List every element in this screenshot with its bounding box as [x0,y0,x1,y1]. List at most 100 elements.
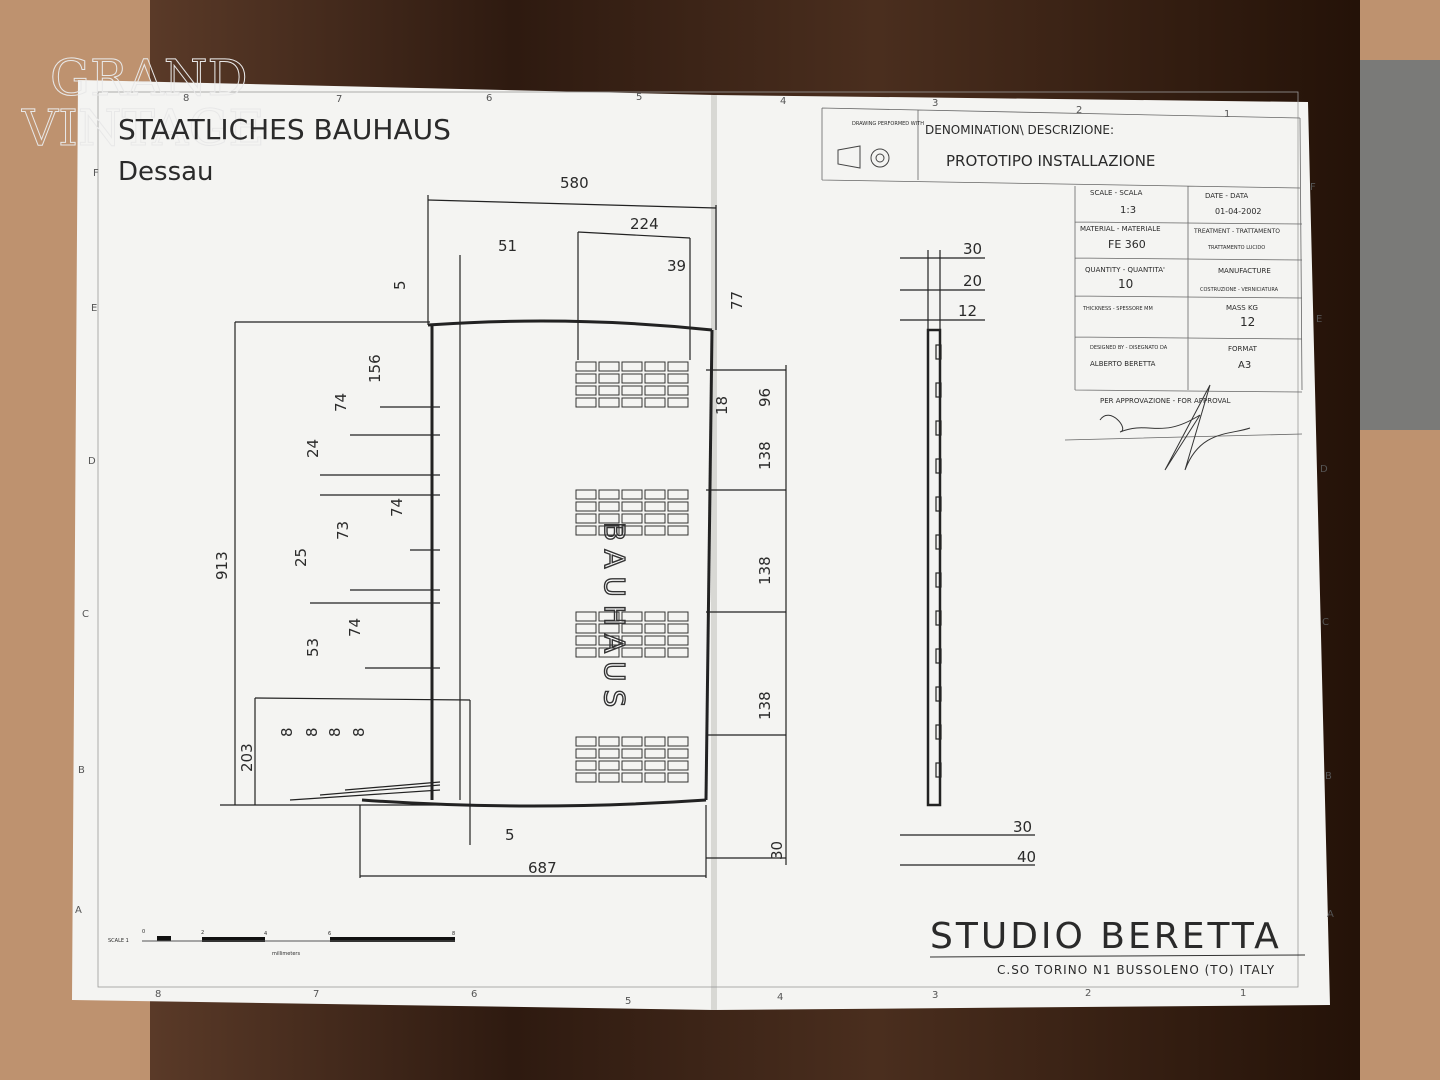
dimension-label: 12 [958,302,977,320]
window-pane [667,748,689,759]
grid-label: 5 [636,92,642,103]
dimension-label: 74 [346,618,364,637]
dimension-label: 25 [292,548,310,567]
window-pane [598,525,620,536]
window-pane [667,736,689,747]
window-pane [667,772,689,783]
grid-label: B [1325,771,1332,782]
side-tab [935,572,942,588]
field-value: TRATTAMENTO LUCIDO [1207,245,1265,251]
field-label: MASS KG [1226,304,1258,312]
grid-label: C [82,609,89,620]
window-pane [667,760,689,771]
scale-unit: millimeters [272,951,300,957]
sign-letters: BAUHAUS [597,521,631,716]
drawing-title: STAATLICHES BAUHAUS [118,113,451,146]
grid-label: 4 [780,96,786,107]
grid-label: F [93,168,99,179]
window-pane [644,635,666,646]
grid-label: 2 [1076,105,1082,116]
side-tab [935,534,942,550]
field-label: MANUFACTURE [1218,267,1271,275]
field-label: FORMAT [1228,345,1258,353]
grey-box [1360,60,1440,430]
window-pane [598,760,620,771]
dimension-label: 40 [1017,848,1036,866]
grid-bottom: 8 7 6 5 4 3 2 1 [155,988,1246,1007]
dimension-label: 580 [560,174,589,192]
window-pane [644,611,666,622]
window-pane [644,525,666,536]
window-pane [644,748,666,759]
window-pane [575,611,597,622]
dimension-label: 203 [238,743,256,772]
window-pane [667,647,689,658]
window-pane [575,501,597,512]
dimension-label: 39 [667,257,686,275]
window-grids [575,361,689,783]
denomination-value: PROTOTIPO INSTALLAZIONE [946,152,1155,170]
window-pane [621,635,643,646]
studio-underline [929,954,1306,958]
grid-label: A [75,905,82,916]
window-pane [621,736,643,747]
window-pane [644,513,666,524]
dimension-label: 74 [388,498,406,517]
window-pane [667,525,689,536]
window-pane [575,635,597,646]
grid-label: E [1316,314,1322,325]
dimension-label: 24 [304,439,322,458]
dimension-label: 51 [498,237,517,255]
window-pane [598,361,620,372]
grid-label: 6 [486,93,492,104]
window-pane [644,623,666,634]
side-tab [935,344,942,360]
studio-name: STUDIO BERETTA [930,916,1282,957]
grid-label: C [1322,617,1329,628]
side-dimensions: 30 20 12 30 40 [958,240,1036,866]
window-pane [667,623,689,634]
dimension-label: 8 [278,727,296,737]
window-pane [667,635,689,646]
window-pane [598,772,620,783]
window-pane [667,489,689,500]
dimension-label: 74 [332,393,350,412]
window-pane [621,772,643,783]
grid-label: 1 [1240,988,1246,999]
denomination-label: DENOMINATION\ DESCRIZIONE: [925,123,1114,137]
dimension-label: 8 [350,727,368,737]
window-pane [598,736,620,747]
dimension-label: 30 [1013,818,1032,836]
dimension-label: 687 [528,859,557,877]
signature [1099,384,1251,471]
dimension-label: 96 [756,388,774,407]
drawing-paper [72,80,1330,1010]
window-pane [575,760,597,771]
window-pane [575,397,597,408]
window-pane [621,501,643,512]
window-pane [667,361,689,372]
grid-label: 3 [932,98,938,109]
window-pane [644,647,666,658]
front-view [220,195,787,878]
grid-label: E [91,303,97,314]
window-pane [644,385,666,396]
window-pane [575,513,597,524]
window-pane [575,623,597,634]
dimension-label: 138 [756,556,774,585]
side-tab [935,724,942,740]
window-pane [598,489,620,500]
window-pane [621,748,643,759]
field-label: DATE - DATA [1205,192,1248,200]
field-value: FE 360 [1108,238,1146,251]
window-pane [644,361,666,372]
grid-label: B [78,765,85,776]
window-pane [667,501,689,512]
dimension-label: 138 [756,441,774,470]
dimension-label: 5 [505,826,515,844]
window-pane [598,635,620,646]
scale-label: SCALE 1 [108,938,129,944]
window-pane [621,397,643,408]
field-value: A3 [1238,360,1251,371]
window-pane [598,611,620,622]
